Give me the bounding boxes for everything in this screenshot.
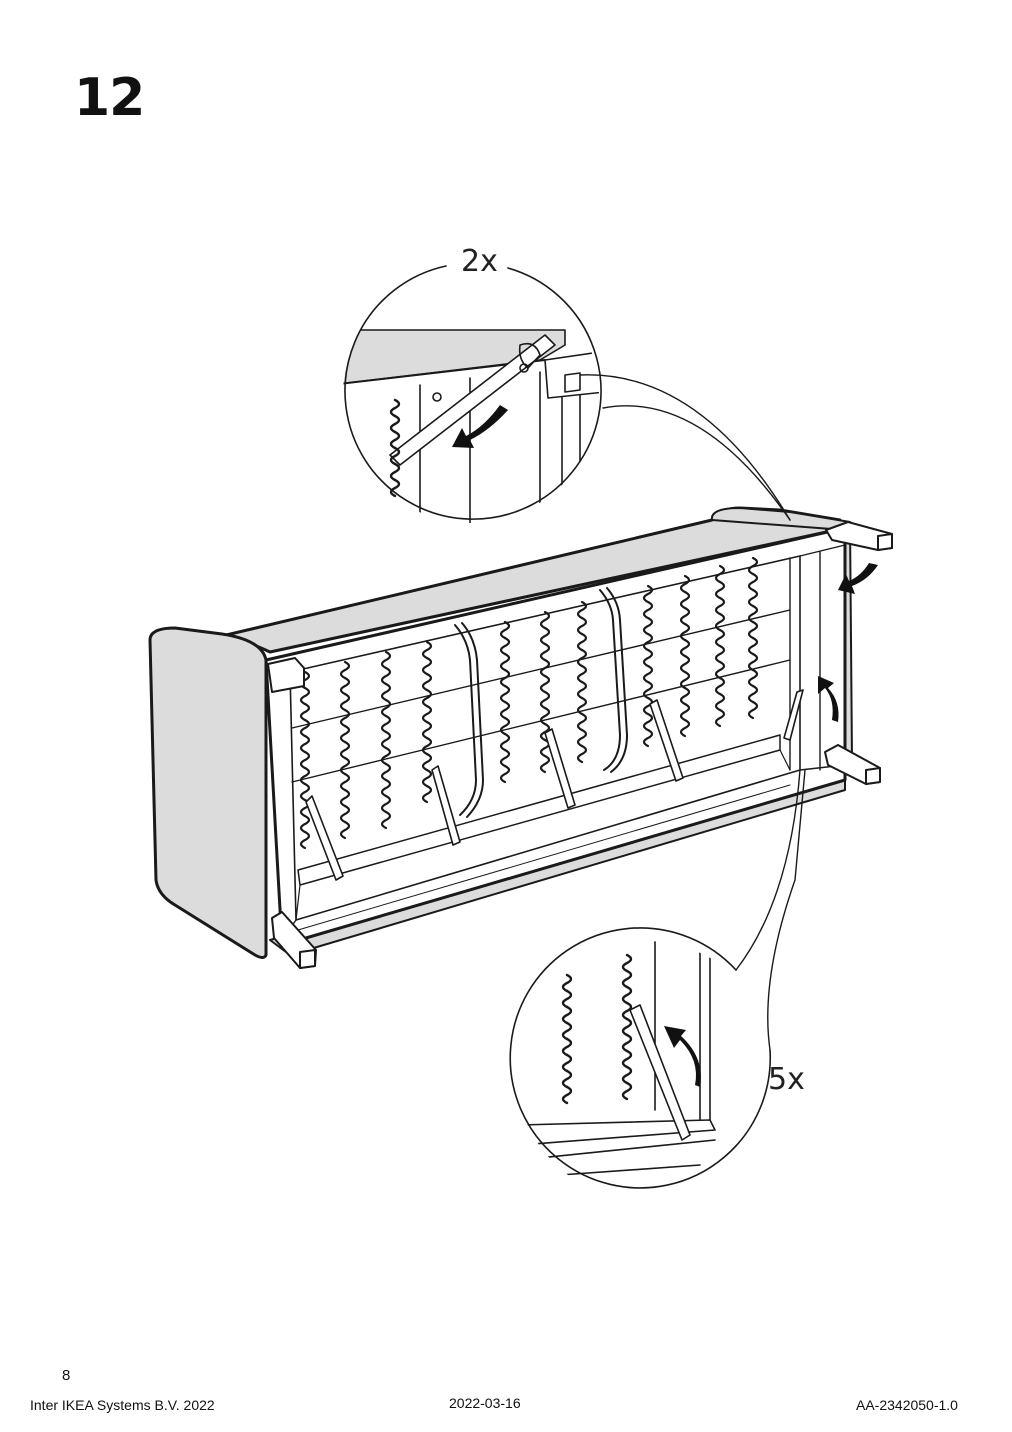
page-number: 8 — [62, 1367, 71, 1384]
rotate-arrow-icon — [818, 563, 878, 722]
top-detail-callout — [343, 265, 791, 523]
support-straps — [305, 689, 804, 881]
sofa-frame — [148, 506, 853, 959]
footer-document-id: AA-2342050-1.0 — [856, 1397, 958, 1413]
support-rods — [454, 587, 628, 818]
callout-quantity-top: 2x — [461, 244, 498, 279]
callout-quantity-bottom: 5x — [768, 1062, 805, 1097]
leg-bracket-icon — [267, 521, 893, 969]
step-number: 12 — [74, 68, 145, 128]
footer-company: Inter IKEA Systems B.V. 2022 — [30, 1397, 215, 1413]
footer-date: 2022-03-16 — [449, 1395, 521, 1411]
bottom-detail-callout — [509, 769, 806, 1189]
